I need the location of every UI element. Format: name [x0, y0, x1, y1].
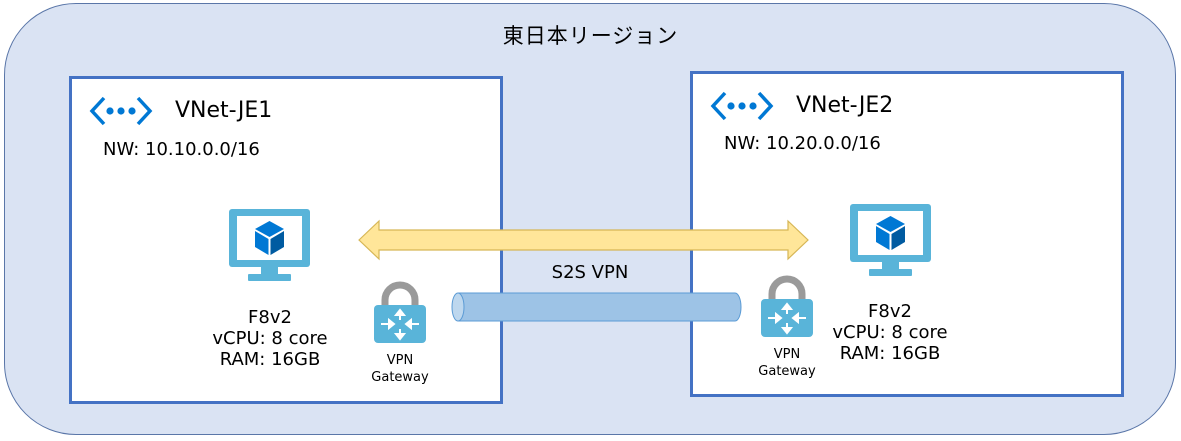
region-title: 東日本リージョン	[502, 24, 679, 48]
vnet-icon	[710, 91, 774, 121]
gateway-label-line1: VPN	[386, 353, 414, 368]
vm-vcpu: vCPU: 8 core	[832, 322, 948, 343]
vpn-gateway-je2-label: VPN Gateway	[742, 346, 832, 380]
vnet-je1-network: NW: 10.10.0.0/16	[103, 139, 260, 160]
vm-size: F8v2	[248, 307, 292, 328]
vpn-gateway-icon	[374, 281, 426, 343]
vm-ram: RAM: 16GB	[219, 349, 321, 370]
vm-je2-specs: F8v2 vCPU: 8 core RAM: 16GB	[810, 301, 970, 364]
vm-je1-specs: F8v2 vCPU: 8 core RAM: 16GB	[190, 307, 350, 370]
gateway-label-line1: VPN	[773, 347, 801, 362]
vm-ram: RAM: 16GB	[839, 343, 941, 364]
vm-vcpu: vCPU: 8 core	[212, 328, 328, 349]
vnet-je2-name: VNet-JE2	[796, 93, 894, 118]
vm-size: F8v2	[868, 301, 912, 322]
vnet-icon	[89, 96, 153, 126]
vpn-gateway-icon	[761, 275, 813, 337]
vm-icon	[229, 209, 310, 281]
vnet-je1-name: VNet-JE1	[175, 98, 273, 123]
gateway-label-line2: Gateway	[371, 370, 429, 385]
gateway-label-line2: Gateway	[758, 364, 816, 379]
s2s-vpn-label: S2S VPN	[551, 262, 629, 283]
vm-icon	[850, 204, 931, 276]
vpn-gateway-je1-label: VPN Gateway	[355, 352, 445, 386]
vnet-je2-network: NW: 10.20.0.0/16	[724, 133, 881, 154]
